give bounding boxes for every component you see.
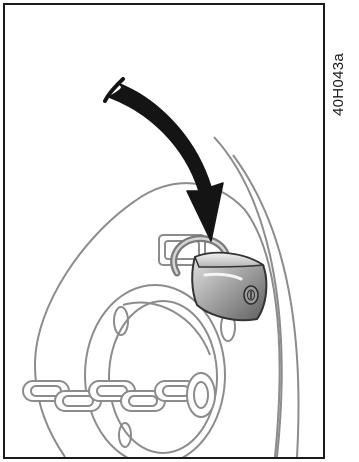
chain	[23, 373, 215, 417]
illustration-frame	[3, 3, 325, 459]
figure-code: 40H043a	[330, 6, 354, 116]
padlock-body	[192, 253, 266, 320]
padlock-chain-illustration	[5, 5, 323, 457]
keyhole-icon	[244, 286, 258, 304]
pointer-arrow-icon	[109, 83, 223, 241]
